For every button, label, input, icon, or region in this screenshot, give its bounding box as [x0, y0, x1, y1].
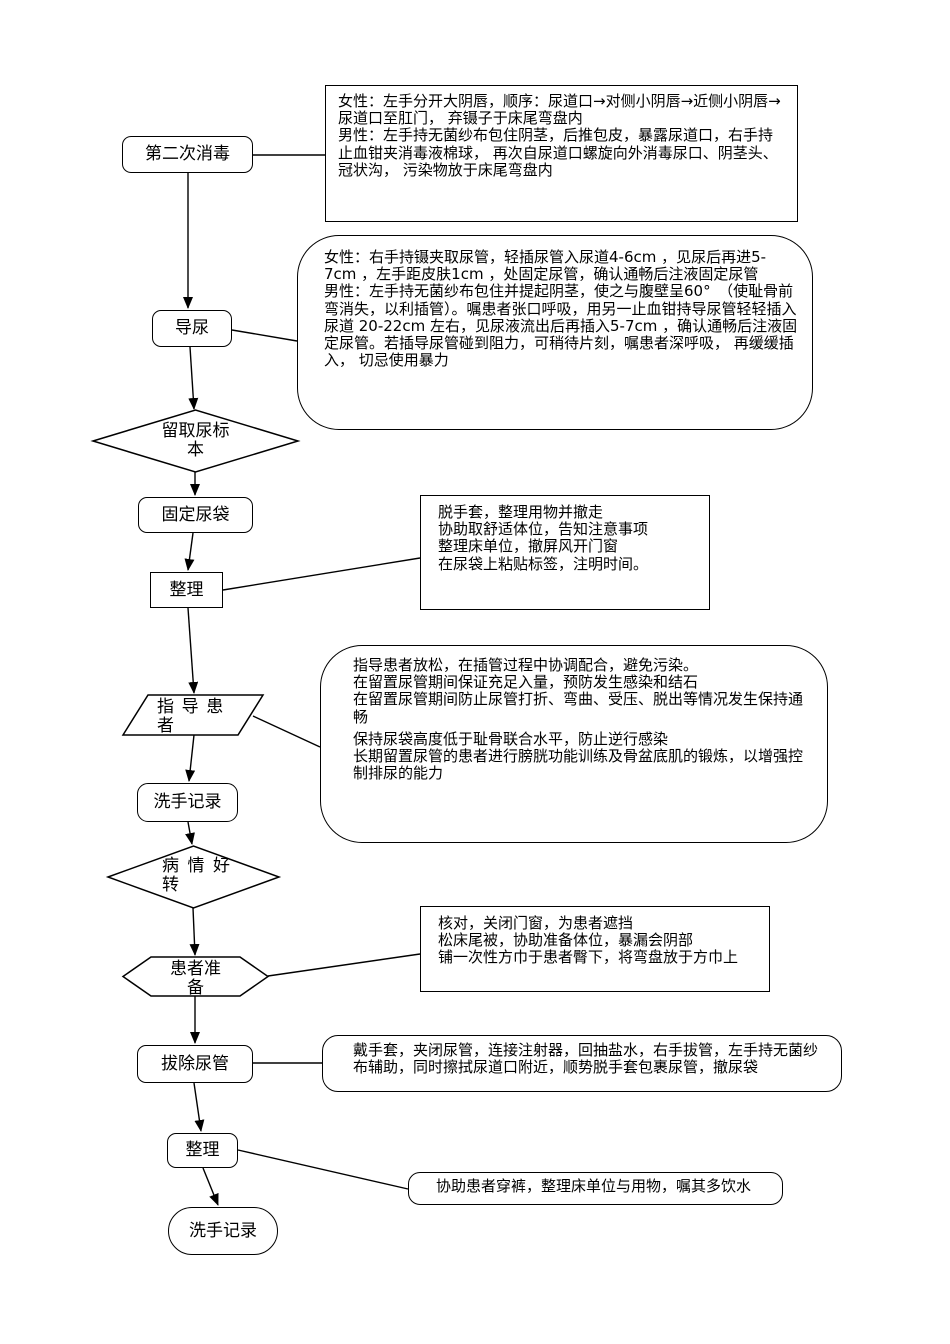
note-line: 保持尿袋高度低于耻骨联合水平，防止逆行感染 [353, 729, 669, 748]
link-catheterization-note [231, 329, 298, 342]
link-tidy1-note [222, 557, 421, 591]
arrow-tidy1-to-instruct [187, 607, 199, 694]
note-line: 指导患者放松，在插管过程中协调配合，避免污染。 [353, 656, 699, 674]
arrow-removal-to-tidy2 [193, 1082, 205, 1132]
node-label: 洗手记录 [189, 1220, 257, 1241]
note-removal-detail: 戴手套，夹闭尿管，连接注射器，回抽盐水，右手拔管，左手持无菌纱布辅助，同时擦拭尿… [322, 1035, 842, 1092]
note-tidy-detail: 脱手套，整理用物并撤走 协助取舒适体位，告知注意事项 整理床单位，撤屏风开门窗 … [420, 495, 710, 610]
note-catheterization-detail: 女性：右手持镊夹取尿管，轻插尿管入尿道4-6cm ，见尿后再进5-7cm ，左手… [297, 235, 813, 430]
note-line: 协助患者穿裤，整理床单位与用物，嘱其多饮水 [436, 1177, 752, 1195]
node-label: 洗手记录 [153, 792, 222, 812]
flow-node-wash-hands-record-1: 洗手记录 [137, 783, 238, 822]
node-label: 指导患者 [157, 697, 231, 736]
note-line: 铺一次性方巾于患者臀下，将弯盘放于方巾上 [438, 948, 739, 967]
note-line: 男性：左手持无菌纱布包住并提起阴茎，使之与腹壁呈60° （使耻骨前弯消失，以利插… [324, 282, 798, 370]
note-preparation-detail: 核对，关闭门窗，为患者遮挡 松床尾被，协助准备体位，暴漏会阴部 铺一次性方巾于患… [420, 906, 770, 992]
node-label: 患者准备 [170, 959, 221, 998]
arrow-improved-to-preparation [189, 907, 200, 956]
node-label: 固定尿袋 [161, 504, 230, 525]
node-label: 第二次消毒 [145, 144, 230, 164]
note-line: 戴手套，夹闭尿管，连接注射器，回抽盐水，右手拔管，左手持无菌纱布辅助，同时擦拭尿… [353, 1041, 819, 1077]
terminator-wash-hands-record: 洗手记录 [168, 1207, 278, 1255]
flow-node-tidy-up-1: 整理 [150, 572, 223, 608]
link-preparation-note [267, 953, 421, 977]
arrow-catheterization-to-sample [188, 346, 199, 410]
note-line: 整理床单位，撤屏风开门窗 [438, 537, 619, 556]
node-label: 拔除尿管 [161, 1053, 229, 1074]
node-label: 病情好转 [162, 856, 239, 895]
note-line: 在留置尿管期间防止尿管打折、弯曲、受压、脱出等情况发生保持通畅 [353, 690, 804, 726]
node-label: 整理 [169, 579, 204, 600]
link-instruct-note [252, 715, 321, 748]
note-line: 松床尾被，协助准备体位，暴漏会阴部 [438, 931, 694, 950]
flow-node-remove-catheter: 拔除尿管 [137, 1045, 253, 1083]
note-line: 女性：右手持镊夹取尿管，轻插尿管入尿道4-6cm ，见尿后再进5-7cm ，左手… [324, 248, 767, 284]
io-node-instruct-patient: 指导患者 [121, 694, 265, 736]
note-line: 女性：左手分开大阴唇，顺序：尿道口→对侧小阴唇→近侧小阴唇→尿道口至肛门， 弃镊… [338, 92, 781, 128]
diamond-shape [90, 409, 301, 473]
arrow-wash1-to-improved [185, 821, 195, 845]
note-final-tidy-detail: 协助患者穿裤，整理床单位与用物，嘱其多饮水 [408, 1172, 783, 1205]
note-line: 男性：左手持无菌纱布包住阴茎，后推包皮，暴露尿道口，右手持止血钳夹消毒液棉球， … [338, 126, 778, 179]
parallelogram-shape [121, 694, 265, 736]
link-tidy2-note [237, 1149, 409, 1190]
node-label: 整理 [185, 1140, 220, 1160]
note-line: 在留置尿管期间保证充足入量，预防发生感染和结石 [353, 673, 699, 692]
decision-condition-improved: 病情好转 [105, 845, 282, 909]
prep-node-patient-preparation: 患者准备 [121, 956, 270, 998]
node-label: 导尿 [175, 318, 209, 338]
arrow-tidy2-to-wash2 [202, 1167, 219, 1206]
diamond-shape [105, 845, 282, 909]
decision-retain-urine-sample: 留取尿标本 [90, 409, 301, 473]
note-line: 脱手套，整理用物并撤走 [438, 503, 604, 521]
arrow-instruct-to-wash1 [185, 734, 196, 782]
note-line: 长期留置尿管的患者进行膀胱功能训练及骨盆底肌的锻炼，以增强控制排尿的能力 [353, 747, 804, 783]
note-second-disinfection-detail: 女性：左手分开大阴唇，顺序：尿道口→对侧小阴唇→近侧小阴唇→尿道口至肛门， 弃镊… [325, 85, 798, 222]
node-label: 留取尿标本 [161, 421, 230, 460]
flow-node-catheterization: 导尿 [152, 310, 232, 347]
note-line: 在尿袋上粘贴标签，注明时间。 [438, 554, 649, 573]
note-line: 核对，关闭门窗，为患者遮挡 [438, 914, 634, 932]
hexagon-shape [121, 956, 270, 997]
arrow-fixbag-to-tidy1 [184, 532, 195, 571]
note-line: 协助取舒适体位，告知注意事项 [438, 520, 649, 539]
flow-node-fix-urine-bag: 固定尿袋 [138, 497, 253, 533]
flow-node-tidy-up-2: 整理 [167, 1133, 238, 1168]
flow-node-second-disinfection: 第二次消毒 [122, 136, 253, 173]
note-instruction-detail: 指导患者放松，在插管过程中协调配合，避免污染。 在留置尿管期间保证充足入量，预防… [320, 645, 828, 843]
